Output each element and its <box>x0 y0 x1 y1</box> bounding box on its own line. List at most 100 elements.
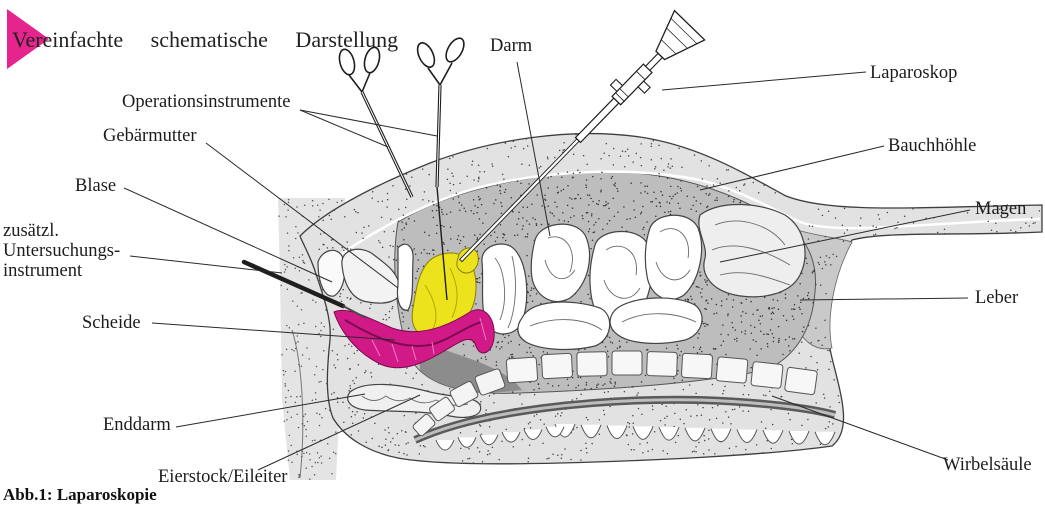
stipple-dot <box>459 210 461 212</box>
stipple-dot <box>378 445 380 447</box>
stipple-dot <box>557 455 559 457</box>
stipple-dot <box>452 175 454 177</box>
stipple-dot <box>592 201 594 203</box>
stipple-dot <box>463 344 465 346</box>
stipple-dot <box>785 339 787 341</box>
stipple-dot <box>843 240 845 242</box>
stipple-dot <box>320 233 322 235</box>
stipple-dot <box>356 350 358 352</box>
stipple-dot <box>397 246 399 248</box>
stipple-dot <box>467 458 469 460</box>
stipple-dot <box>712 384 714 386</box>
stipple-dot <box>588 221 590 223</box>
stipple-dot <box>808 292 810 294</box>
stipple-dot <box>296 454 298 456</box>
stipple-dot <box>350 297 352 299</box>
stipple-dot <box>803 298 805 300</box>
stipple-dot <box>591 215 593 217</box>
stipple-dot <box>283 374 285 376</box>
stipple-dot <box>668 163 670 165</box>
stipple-dot <box>568 385 570 387</box>
stipple-dot <box>355 211 357 213</box>
stipple-dot <box>497 237 499 239</box>
stipple-dot <box>356 232 358 234</box>
stipple-dot <box>520 183 522 185</box>
stipple-dot <box>609 406 611 408</box>
stipple-dot <box>288 390 290 392</box>
stipple-dot <box>705 300 707 302</box>
stipple-dot <box>377 201 379 203</box>
stipple-dot <box>615 383 617 385</box>
stipple-dot <box>660 206 662 208</box>
stipple-dot <box>337 359 339 361</box>
stipple-dot <box>717 178 719 180</box>
stipple-dot <box>836 256 838 258</box>
stipple-dot <box>284 271 286 273</box>
stipple-dot <box>301 456 303 458</box>
stipple-dot <box>695 451 697 453</box>
stipple-dot <box>807 295 809 297</box>
stipple-dot <box>302 254 304 256</box>
stipple-dot <box>405 222 407 224</box>
stipple-dot <box>354 414 356 416</box>
stipple-dot <box>583 155 585 157</box>
stipple-dot <box>595 222 597 224</box>
stipple-dot <box>740 302 742 304</box>
stipple-dot <box>526 220 528 222</box>
stipple-dot <box>449 388 451 390</box>
stipple-dot <box>670 211 672 213</box>
stipple-dot <box>568 221 570 223</box>
stipple-dot <box>758 320 760 322</box>
stipple-dot <box>607 350 609 352</box>
stipple-dot <box>303 415 305 417</box>
stipple-dot <box>760 348 762 350</box>
stipple-dot <box>295 402 297 404</box>
stipple-dot <box>613 164 615 166</box>
figure-caption: Abb.1: Laparoskopie <box>3 485 157 504</box>
stipple-dot <box>481 204 483 206</box>
stipple-dot <box>541 205 543 207</box>
stipple-dot <box>331 393 333 395</box>
label-wirbelsaeule: Wirbelsäule <box>943 455 1032 475</box>
stipple-dot <box>387 450 389 452</box>
stipple-dot <box>508 335 510 337</box>
stipple-dot <box>570 459 572 461</box>
stipple-dot <box>335 367 337 369</box>
stipple-dot <box>470 210 472 212</box>
stipple-dot <box>514 235 516 237</box>
stipple-dot <box>661 404 663 406</box>
stipple-dot <box>311 466 313 468</box>
stipple-dot <box>562 212 564 214</box>
stipple-dot <box>317 452 319 454</box>
stipple-dot <box>652 409 654 411</box>
stipple-dot <box>697 404 699 406</box>
stipple-dot <box>476 239 478 241</box>
stipple-dot <box>322 369 324 371</box>
label-gebaermutter: Gebärmutter <box>103 126 197 146</box>
stipple-dot <box>477 447 479 449</box>
stipple-dot <box>419 453 421 455</box>
stipple-dot <box>531 204 533 206</box>
stipple-dot <box>293 350 295 352</box>
stipple-dot <box>447 168 449 170</box>
stipple-dot <box>752 314 754 316</box>
stipple-dot <box>686 409 688 411</box>
stipple-dot <box>708 165 710 167</box>
stipple-dot <box>352 423 354 425</box>
stipple-dot <box>702 178 704 180</box>
stipple-dot <box>574 198 576 200</box>
stipple-dot <box>571 198 573 200</box>
stipple-dot <box>381 217 383 219</box>
stipple-dot <box>450 190 452 192</box>
stipple-dot <box>644 191 646 193</box>
stipple-dot <box>670 158 672 160</box>
stipple-dot <box>817 369 819 371</box>
stipple-dot <box>625 151 627 153</box>
stipple-dot <box>669 196 671 198</box>
stipple-dot <box>626 434 628 436</box>
stipple-dot <box>791 439 793 441</box>
stipple-dot <box>711 298 713 300</box>
stipple-dot <box>771 318 773 320</box>
stipple-dot <box>492 447 494 449</box>
